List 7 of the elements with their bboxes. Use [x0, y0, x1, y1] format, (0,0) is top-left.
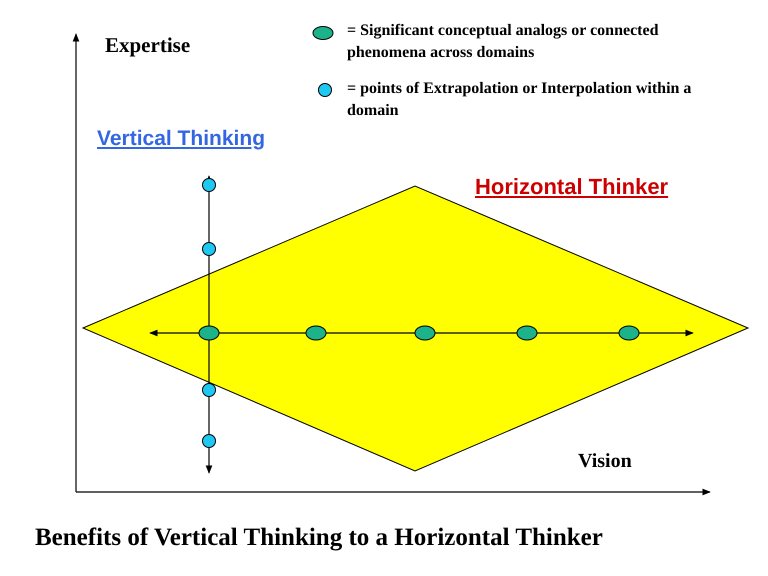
legend-text: = Significant conceptual analogs or connected phenomena across domains — [347, 21, 660, 63]
heading: Vertical Thinking — [97, 127, 266, 151]
caption: Benefits of Vertical Thinking to a Horizontal Thinker — [35, 524, 603, 552]
axis-label: Expertise — [105, 33, 190, 58]
axis-label: Vision — [578, 450, 632, 473]
legend-text: = points of Extrapolation or Interpolation within a domain — [347, 79, 692, 121]
heading: Horizontal Thinker — [475, 174, 668, 200]
